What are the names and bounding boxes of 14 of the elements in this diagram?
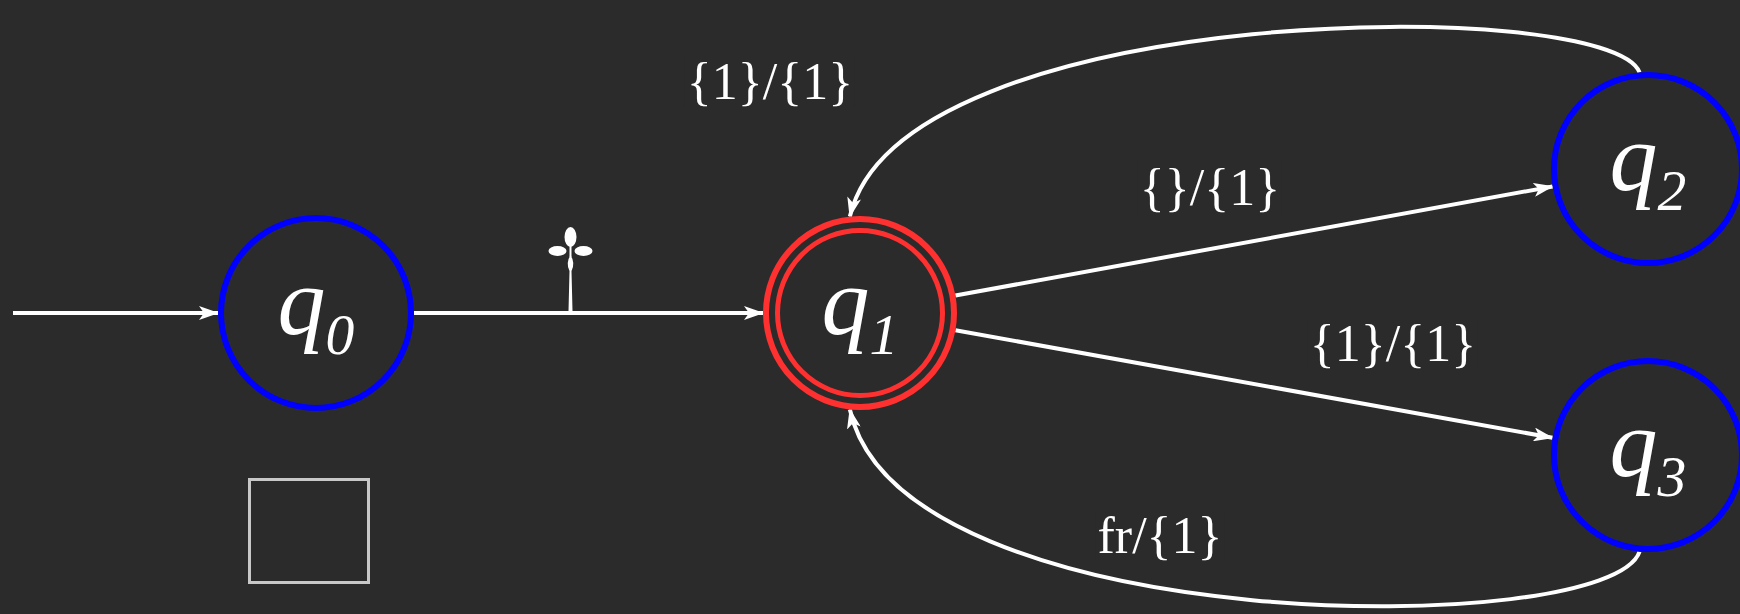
- accept-state-circle: [763, 216, 957, 410]
- arrow: [955, 182, 1554, 298]
- state-circle: [218, 215, 414, 411]
- state-circle: [1551, 358, 1740, 552]
- state-label: q$_{1}$: [821, 254, 899, 364]
- empty-box: [248, 478, 370, 584]
- state-label: q$_{0}$: [277, 254, 355, 364]
- state-label: q$_{2}$: [1609, 110, 1687, 220]
- state-label: q$_{3}$: [1609, 396, 1687, 506]
- arrow: [955, 328, 1554, 442]
- arrow: [13, 306, 219, 320]
- arrow: [414, 306, 764, 320]
- state-circle: [1551, 72, 1740, 266]
- arrow: [848, 25, 1641, 218]
